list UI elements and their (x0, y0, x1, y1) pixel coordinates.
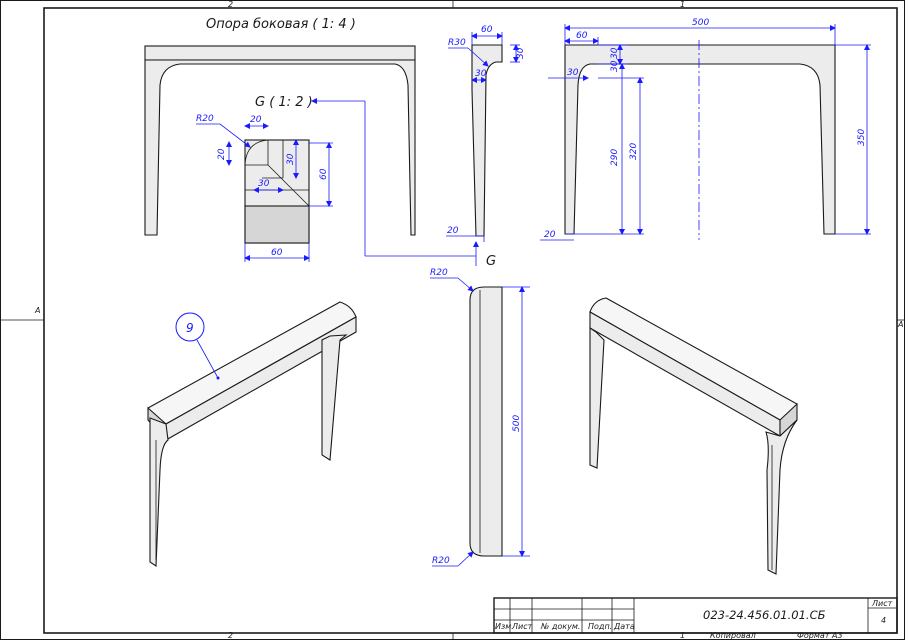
view-arrow-label: G (486, 254, 496, 269)
plank-dim-r20-bottom: R20 (432, 556, 450, 566)
detail-dim-left-20: 20 (217, 148, 227, 160)
detail-dim-60-horizontal: 60 (271, 248, 283, 258)
col-list: Лист (511, 622, 533, 631)
front-dim-500: 500 (692, 18, 709, 28)
detail-view-title: G ( 1: 2 ) (255, 95, 313, 110)
part-balloon: 9 (186, 321, 194, 335)
sheet-label: Лист (871, 599, 893, 608)
designation: 023-24.456.01.01.СБ (703, 608, 826, 622)
front-view: 500 60 30 30 30 290 320 350 20 (540, 18, 871, 241)
zone-label-bottom-left: 2 (228, 631, 233, 640)
zone-label-top-left: 2 (228, 0, 233, 9)
side-dim-20: 20 (447, 226, 459, 236)
plank-view: 500 R20 R20 (430, 268, 530, 567)
front-dim-30-mid: 30 (610, 60, 620, 72)
side-dim-30-right: 30 (516, 47, 526, 59)
zone-label-top-right: 1 (680, 0, 685, 9)
front-dim-350: 350 (857, 129, 867, 146)
isometric-view-left: 9 (147, 301, 357, 568)
front-dim-30-left: 30 (567, 68, 579, 78)
col-doc: № докум. (540, 622, 580, 631)
detail-dim-30-horizontal: 30 (258, 179, 270, 189)
col-sign: Подп. (588, 622, 612, 631)
copied-label: Копировал (710, 631, 756, 640)
zone-label-left: A (34, 306, 40, 315)
detail-dim-radius: R20 (196, 114, 214, 124)
front-dim-290: 290 (610, 149, 620, 166)
col-izm: Изм. (495, 622, 514, 631)
front-dim-60: 60 (576, 31, 588, 41)
zone-label-bottom-right: 1 (680, 631, 685, 640)
side-dim-30-inner: 30 (475, 69, 487, 79)
zone-label-right: A (897, 320, 903, 329)
detail-dim-top-20: 20 (250, 115, 262, 125)
front-dim-30-upper: 30 (610, 47, 620, 59)
main-side-view: Опора боковая ( 1: 4 ) (144, 17, 416, 236)
isometric-view-right (589, 297, 798, 575)
title-block: 023-24.456.01.01.СБ Лист 4 Изм. Лист № д… (493, 597, 898, 640)
plank-dim-r20-top: R20 (430, 268, 448, 278)
plank-dim-500: 500 (512, 415, 522, 432)
front-dim-20: 20 (544, 230, 556, 240)
sheet-number: 4 (881, 616, 886, 625)
main-view-title: Опора боковая ( 1: 4 ) (206, 17, 356, 32)
side-dim-60: 60 (481, 25, 493, 35)
side-dim-radius: R30 (448, 38, 466, 48)
format-label: Формат А3 (797, 631, 843, 640)
side-profile-view: 60 30 R30 30 20 G (446, 25, 526, 269)
detail-view-g: G ( 1: 2 ) 20 R20 20 30 30 60 60 (196, 95, 476, 262)
detail-dim-60-vertical: 60 (319, 168, 329, 180)
col-date: Дата (613, 622, 635, 631)
front-dim-320: 320 (629, 143, 639, 160)
detail-dim-30-vertical: 30 (286, 153, 296, 165)
